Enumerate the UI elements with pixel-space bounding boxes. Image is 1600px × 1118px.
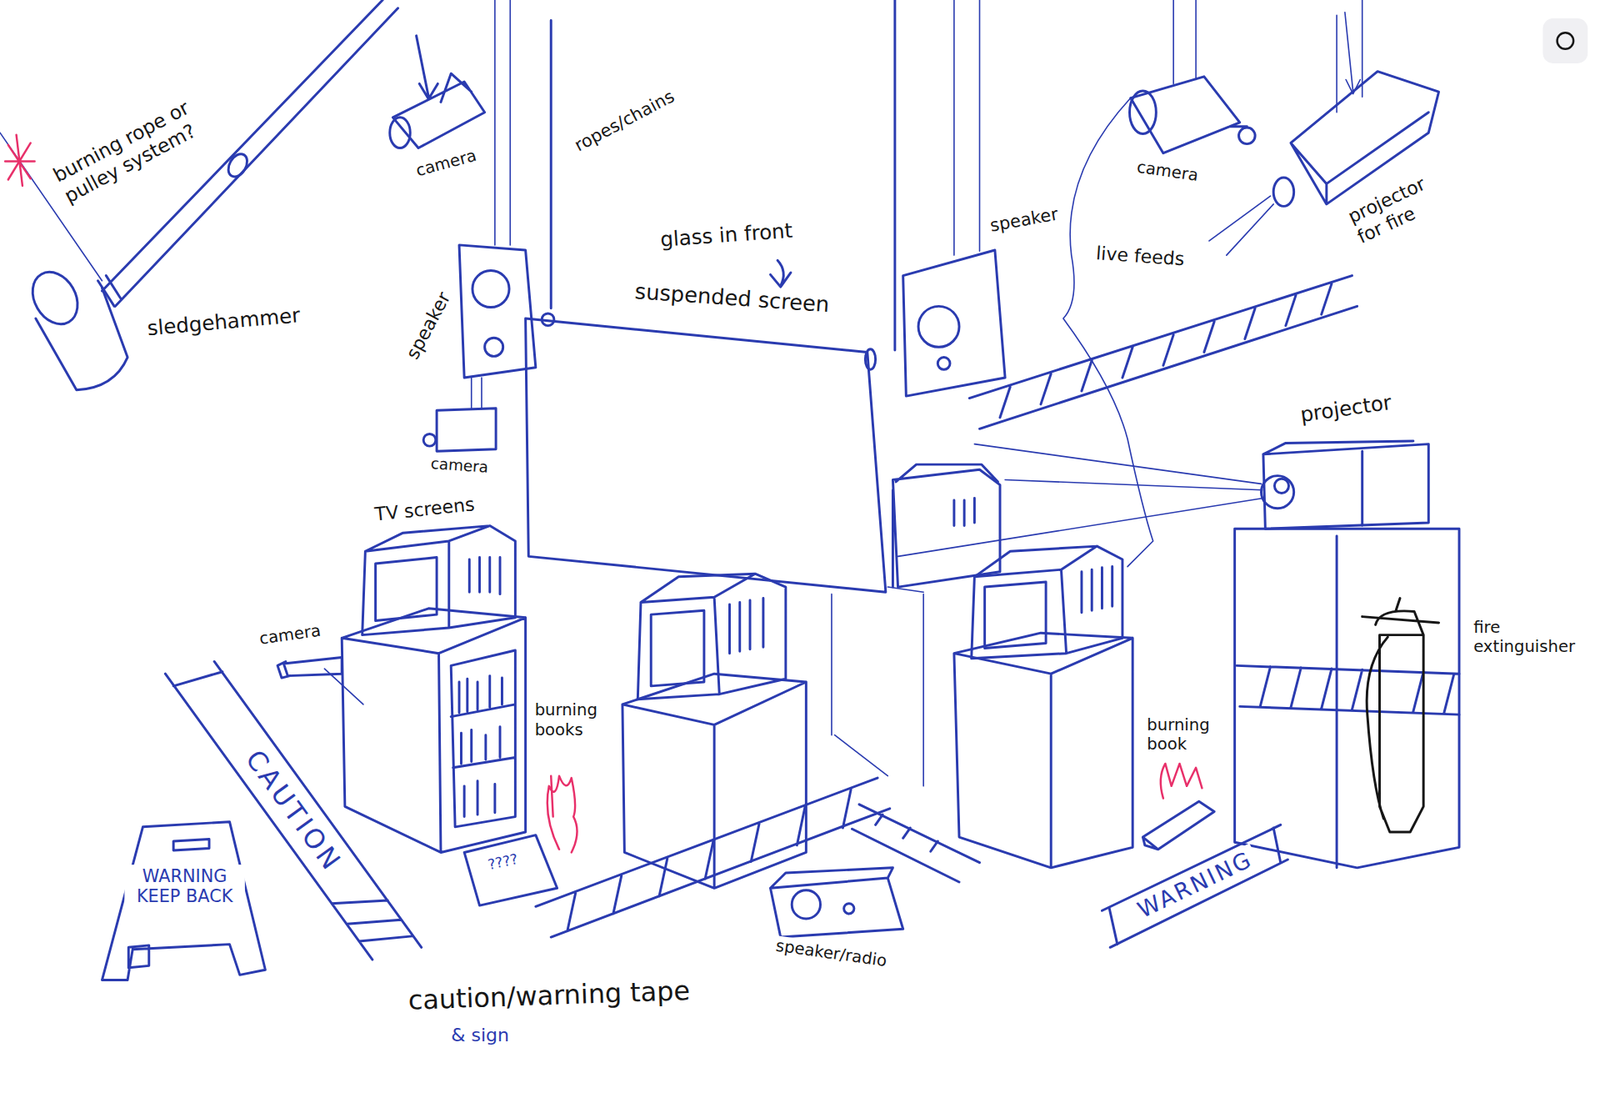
leader-line [324, 668, 364, 705]
annotation-label: ???? [484, 850, 522, 875]
annotation-label: burning books [532, 700, 620, 740]
floor-radio [770, 867, 903, 937]
burning-mark [5, 135, 35, 186]
bookcase-cabinet [341, 608, 525, 853]
caution-tape-band: CAUTION [234, 739, 351, 882]
projector-lens [1274, 478, 1289, 493]
annotation-label: burning rope or pulley system? [47, 66, 259, 209]
annotation-label: & sign [449, 1023, 512, 1045]
warning-tape-band: WARNING [1128, 843, 1262, 928]
node-text: WARNING KEEP BACK [128, 865, 241, 907]
annotation-label: TV screens [371, 492, 478, 525]
speaker-box [903, 250, 1005, 396]
sledgehammer-face [23, 264, 86, 333]
speaker-tweeter [485, 337, 504, 356]
cabinet [954, 632, 1133, 868]
annotation-label: fire extinguisher [1471, 617, 1595, 657]
annotation-label: projector [1296, 389, 1395, 427]
glass-arrow [770, 260, 790, 287]
paper-sheet [464, 835, 557, 905]
pulley-loop [224, 150, 251, 180]
annotation-label: live feeds [1093, 241, 1188, 270]
projector-lens [1260, 475, 1294, 509]
camera-lens [1239, 127, 1256, 145]
fire-extinguisher [1362, 598, 1440, 832]
annotation-label: camera [411, 145, 480, 181]
annotation-label: burning book [1145, 714, 1227, 754]
annotation-label: sledgehammer [144, 302, 304, 341]
radio-knob [844, 903, 855, 914]
annotation-label: speaker/radio [772, 935, 890, 971]
annotation-label: camera [428, 454, 492, 477]
caution-tape [165, 660, 421, 960]
suspended-screen [525, 318, 886, 592]
hanging-pole [471, 0, 511, 409]
cabinet [622, 673, 806, 888]
annotation-label: speaker [400, 286, 456, 365]
speaker-tweeter [937, 357, 950, 370]
projector-lens [1273, 177, 1294, 206]
hazard-tape [535, 777, 890, 937]
radio-speaker [791, 890, 820, 919]
feed-lines [1209, 195, 1274, 255]
annotation-label: projector for fire [1342, 163, 1459, 249]
annotation-label: speaker [986, 203, 1062, 237]
flame [547, 775, 578, 853]
annotation-label: caution/warning tape [405, 975, 693, 1017]
hazard-tape [1236, 665, 1460, 715]
camera-lens [423, 433, 436, 446]
app-button [1542, 18, 1588, 64]
projector-body [1263, 440, 1429, 529]
pedestal [1235, 528, 1460, 868]
floor-lines [831, 586, 924, 786]
warning-tape [1101, 824, 1288, 947]
rope-chain [550, 0, 895, 350]
camera-body [392, 35, 485, 149]
flame [1160, 763, 1203, 799]
annotation-label: glass in front [657, 217, 796, 252]
camera-body [436, 408, 496, 451]
camera-body [1130, 76, 1248, 154]
hanging-pole [1173, 0, 1196, 84]
node-text: WARNING [1132, 845, 1258, 925]
hanging-pole [954, 0, 980, 255]
warning-sign: WARNING KEEP BACK [124, 864, 245, 908]
camera-lens [1130, 90, 1157, 134]
speaker-cone [918, 305, 960, 347]
hazard-tape [851, 804, 980, 882]
warning-sign-frame [101, 821, 265, 980]
tv-set [637, 573, 786, 700]
tv-set [971, 545, 1123, 659]
annotation-label: camera [255, 620, 324, 649]
tv-set [362, 525, 516, 635]
camera-lens [390, 117, 410, 149]
annotation-label: suspended screen [631, 279, 832, 319]
projector-beam [898, 444, 1264, 557]
book [1142, 800, 1215, 850]
node-text: CAUTION [237, 742, 348, 878]
annotation-label: ropes/chains [569, 85, 680, 157]
app-button-ring [1557, 32, 1575, 50]
camera-body [277, 657, 342, 678]
annotation-label: camera [1133, 156, 1201, 185]
speaker-cone [472, 270, 510, 307]
speaker-box [459, 245, 536, 378]
